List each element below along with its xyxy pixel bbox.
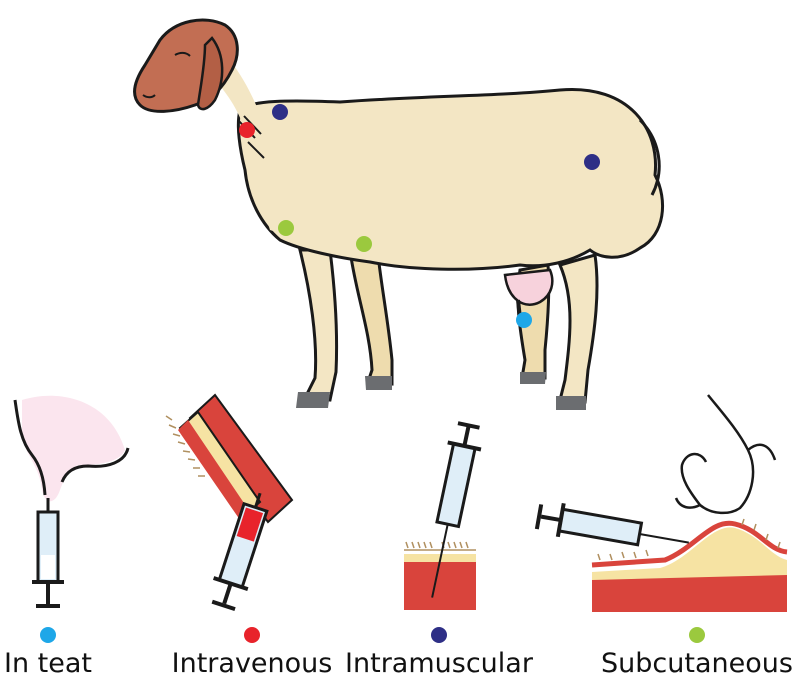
site-in-teat <box>516 312 532 328</box>
skin-fold-syringe-icon <box>536 395 787 612</box>
muscle-syringe-icon <box>404 422 485 610</box>
hand-icon <box>676 395 775 513</box>
vein-syringe-icon <box>166 395 292 611</box>
legend-dot-subcutaneous <box>689 627 705 643</box>
legend-dot-intramuscular <box>431 627 447 643</box>
teat-syringe-icon <box>15 396 128 606</box>
sheep-illustration <box>135 20 663 410</box>
legend-dot-intravenous <box>244 627 260 643</box>
label-in-teat: In teat <box>4 648 92 679</box>
legend-dot-in-teat <box>40 627 56 643</box>
label-intravenous: Intravenous <box>172 648 333 679</box>
site-intramuscular-hind <box>584 154 600 170</box>
site-intravenous-jugular <box>239 122 255 138</box>
label-intramuscular: Intramuscular <box>345 648 533 679</box>
site-intramuscular-neck <box>272 104 288 120</box>
site-subcutaneous-shoulder <box>278 220 294 236</box>
label-subcutaneous: Subcutaneous <box>601 648 792 679</box>
site-subcutaneous-chest <box>356 236 372 252</box>
